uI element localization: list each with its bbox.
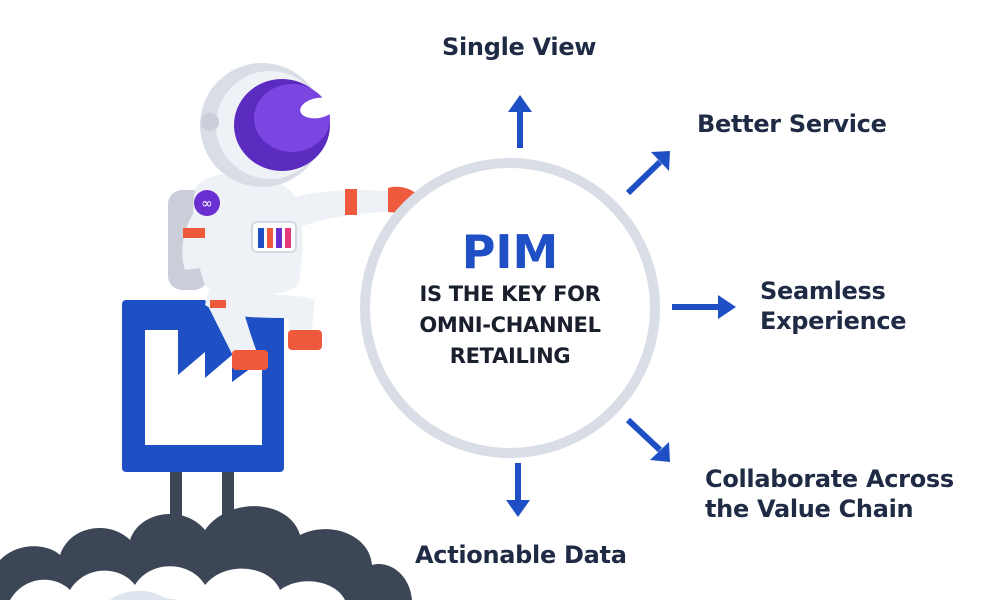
benefit-label-better-service: Better Service [697, 110, 887, 138]
arrow-icon [508, 95, 532, 148]
center-text: PIM IS THE KEY FOR OMNI-CHANNEL RETAILIN… [380, 225, 640, 372]
benefit-label-line: Collaborate Across [705, 465, 954, 493]
svg-text:∞: ∞ [201, 196, 213, 212]
tagline-line: IS THE KEY FOR [419, 282, 601, 306]
tagline-line: RETAILING [449, 344, 571, 368]
benefit-label-seamless-experience: Seamless Experience [760, 276, 907, 336]
arrow-icon [625, 151, 670, 196]
benefit-label-actionable-data: Actionable Data [415, 541, 627, 569]
benefit-label-single-view: Single View [442, 33, 597, 61]
center-title: PIM [461, 225, 559, 279]
benefit-label-line: Experience [760, 307, 907, 335]
arrow-icon [506, 463, 530, 517]
tagline-line: OMNI-CHANNEL [419, 313, 601, 337]
benefit-label-collaborate: Collaborate Across the Value Chain [705, 464, 954, 524]
benefit-label-line: the Value Chain [705, 495, 914, 523]
benefit-label-line: Seamless [760, 277, 886, 305]
astronaut-illustration: ∞ [168, 63, 420, 370]
center-ring [360, 158, 660, 458]
arrow-icon [625, 417, 670, 462]
cloud-smoke [0, 506, 412, 600]
arrow-icon [672, 295, 736, 319]
